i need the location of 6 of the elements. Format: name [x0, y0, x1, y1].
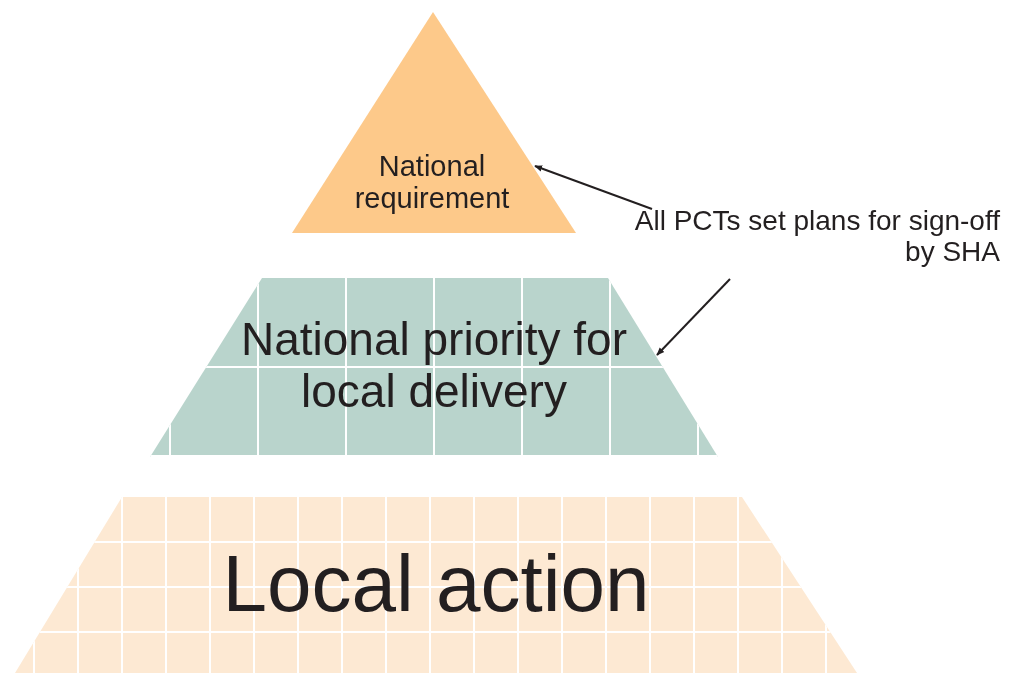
arrow: [656, 278, 731, 356]
arrow: [534, 165, 653, 210]
tier-label: National requirement: [353, 150, 511, 215]
note-text: All PCTs set plans for sign-off by SHA: [633, 205, 1000, 268]
tier-label: National priority for local delivery: [239, 314, 628, 418]
tier-label: Local action: [221, 539, 651, 629]
